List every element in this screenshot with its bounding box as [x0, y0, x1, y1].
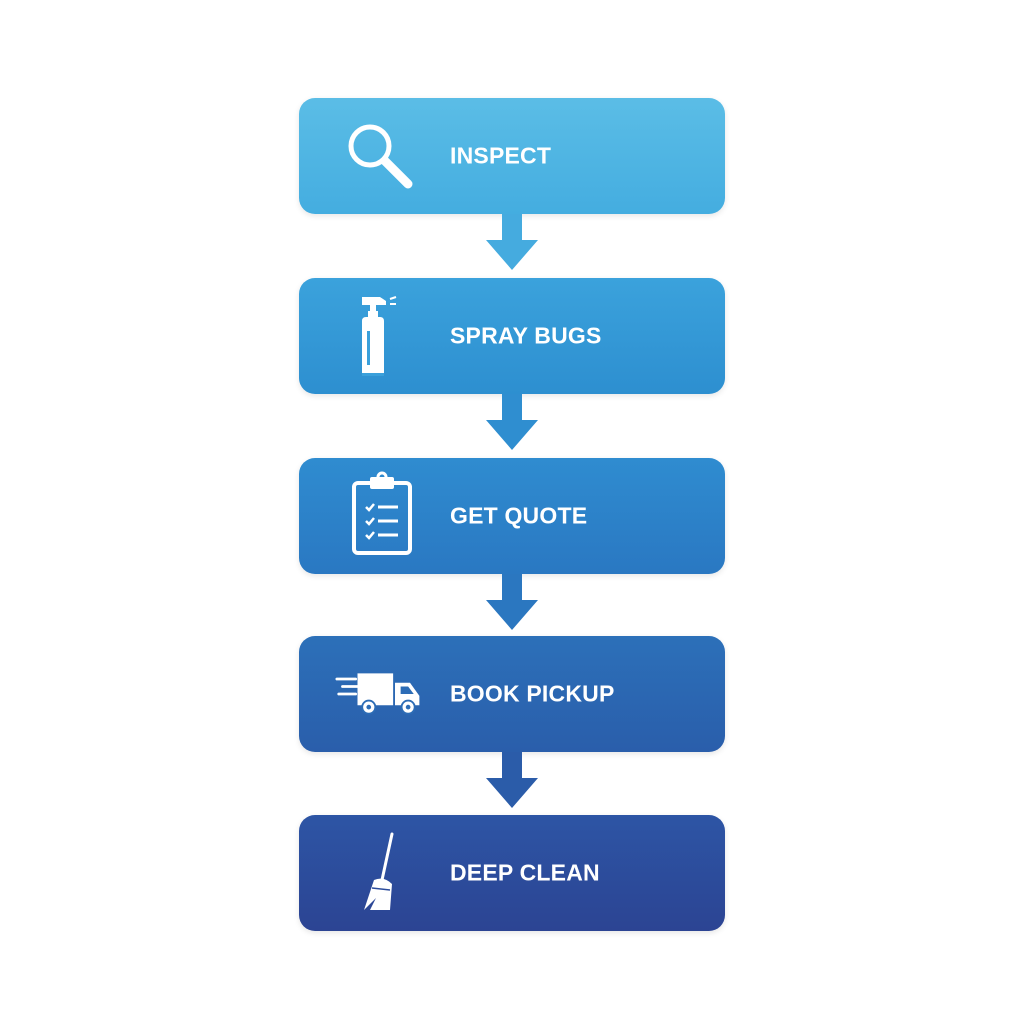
step-spray-bugs: SPRAY BUGS — [299, 278, 725, 394]
step-get-quote: GET QUOTE — [299, 458, 725, 574]
step-label: GET QUOTE — [450, 502, 588, 529]
spray-bottle-icon — [335, 291, 425, 381]
step-deep-clean: DEEP CLEAN — [299, 815, 725, 931]
down-arrow-icon — [486, 574, 538, 630]
delivery-truck-icon — [335, 649, 425, 739]
clipboard-checklist-icon — [335, 471, 425, 561]
step-label: INSPECT — [450, 142, 552, 169]
down-arrow-icon — [486, 394, 538, 450]
down-arrow-icon — [486, 752, 538, 808]
step-label: BOOK PICKUP — [450, 680, 615, 707]
step-label: SPRAY BUGS — [450, 322, 602, 349]
step-inspect: INSPECT — [299, 98, 725, 214]
step-label: DEEP CLEAN — [450, 859, 600, 886]
down-arrow-icon — [486, 214, 538, 270]
step-book-pickup: BOOK PICKUP — [299, 636, 725, 752]
broom-icon — [335, 828, 425, 918]
magnifying-glass-icon — [335, 111, 425, 201]
